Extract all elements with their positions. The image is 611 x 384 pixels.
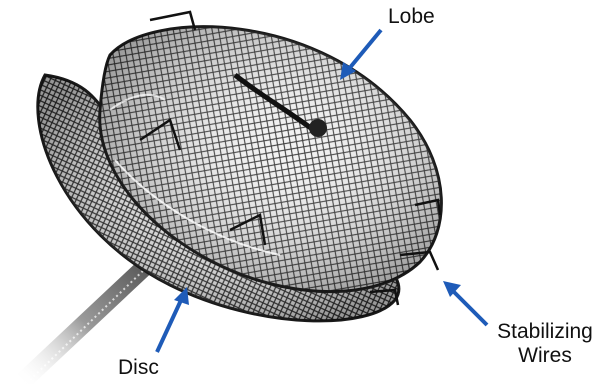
label-stabilizing-wires: Stabilizing Wires <box>480 320 610 368</box>
arrow-stabilizing-wires <box>443 281 487 325</box>
label-lobe: Lobe <box>388 5 435 29</box>
arrow-lobe <box>340 30 381 80</box>
arrow-disc <box>157 287 189 352</box>
label-stabilizing-line2: Wires <box>480 344 610 368</box>
label-stabilizing-line1: Stabilizing <box>480 320 610 344</box>
label-disc: Disc <box>118 356 159 380</box>
